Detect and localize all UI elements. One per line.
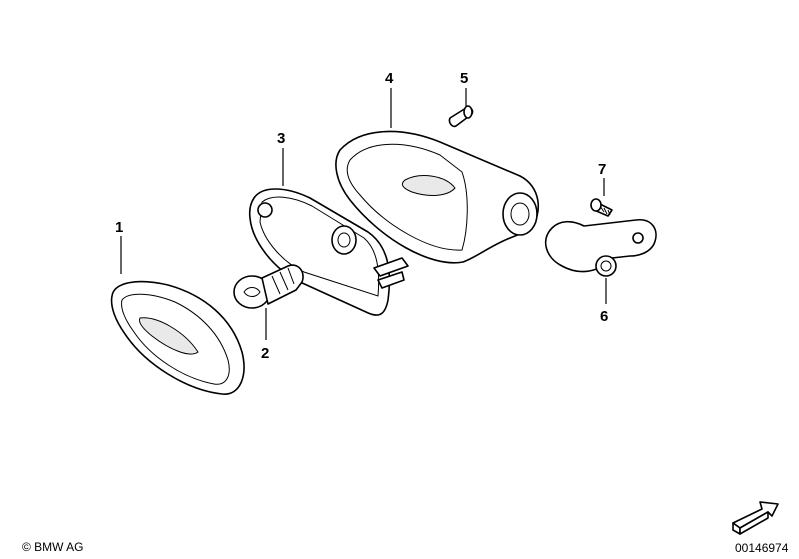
lens-cover-icon [110, 280, 245, 395]
part-label-1: 1 [115, 219, 123, 236]
self-tapping-screw-icon [590, 198, 613, 217]
housing-icon [335, 130, 539, 264]
screw-icon [448, 105, 474, 128]
mount-bracket-icon [544, 219, 657, 277]
part-label-5: 5 [460, 70, 468, 87]
part-label-2: 2 [261, 345, 269, 362]
copyright-text: © BMW AG [22, 540, 84, 554]
lamp-base-icon [248, 188, 409, 316]
part-label-4: 4 [385, 70, 394, 87]
part-label-6: 6 [600, 308, 608, 325]
direction-arrow-icon [732, 501, 779, 535]
bulb-icon [233, 264, 304, 309]
part-label-7: 7 [598, 161, 606, 178]
part-label-3: 3 [277, 130, 285, 147]
document-number: 00146974 [735, 541, 789, 555]
